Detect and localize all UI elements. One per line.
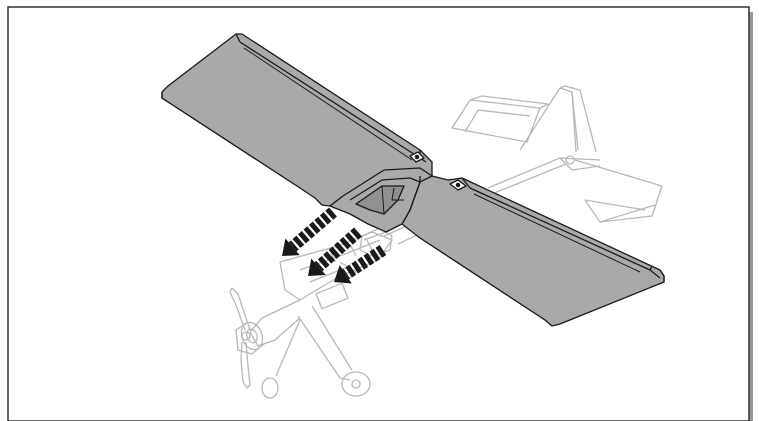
arrow-segment — [288, 240, 299, 252]
arrow-head — [308, 258, 326, 276]
arrow-segment — [357, 256, 369, 270]
arrow-segment — [345, 264, 357, 278]
arrow-segment — [319, 212, 332, 225]
arrow-segment — [308, 221, 321, 234]
propeller-blade-lower — [240, 341, 251, 389]
propeller-blade-upper — [229, 287, 251, 331]
arrow-segment — [314, 216, 327, 230]
arrow-head — [282, 238, 300, 256]
arrow-segment — [292, 235, 305, 249]
arrow-segment — [351, 260, 363, 274]
arrow-segment — [325, 207, 337, 220]
landing-gear-strut — [297, 305, 353, 381]
arrow-group — [282, 207, 387, 284]
arrow-segment — [363, 252, 375, 266]
wheel-icon — [341, 371, 371, 397]
arrow-segment — [375, 244, 387, 258]
vertical-fin — [519, 87, 577, 153]
direction-arrow-icon — [282, 207, 337, 256]
arrow-segment — [344, 232, 357, 245]
motor-mount — [235, 321, 265, 355]
arrow-segment — [298, 230, 310, 244]
arrow-head — [334, 265, 352, 284]
arrow-segment — [350, 227, 362, 240]
arrow-segment — [328, 246, 341, 259]
arrow-segment — [317, 256, 330, 269]
horizontal-stabilizer-right — [574, 159, 663, 223]
arrow-segment — [342, 268, 351, 280]
arrow-segment — [369, 248, 381, 262]
arrow-segment — [314, 260, 325, 272]
arrow-segment — [303, 226, 316, 239]
arrow-segment — [334, 241, 346, 255]
arrow-segment — [339, 237, 352, 250]
wing — [161, 33, 665, 327]
direction-arrow-icon — [334, 244, 387, 284]
tail-assembly — [451, 85, 663, 223]
direction-arrow-icon — [308, 227, 362, 276]
right-wing-panel — [401, 175, 665, 327]
arrow-segment — [323, 251, 335, 264]
